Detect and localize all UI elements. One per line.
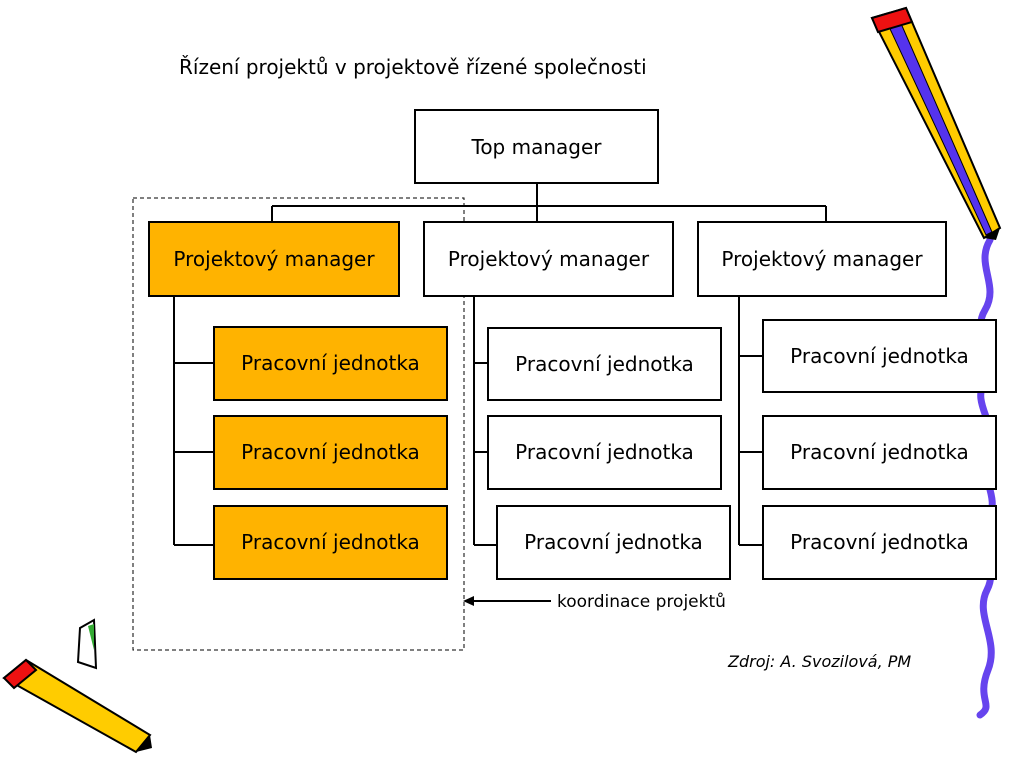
work-unit-label: Pracovní jednotka <box>524 530 703 554</box>
coordination-frame <box>132 197 465 651</box>
project-manager-label: Projektový manager <box>721 247 923 271</box>
work-unit-node: Pracovní jednotka <box>762 505 997 580</box>
work-unit-label: Pracovní jednotka <box>790 344 969 368</box>
work-unit-node: Pracovní jednotka <box>213 415 448 490</box>
work-unit-node: Pracovní jednotka <box>487 415 722 490</box>
work-unit-node: Pracovní jednotka <box>762 319 997 393</box>
top-manager-node: Top manager <box>414 109 659 184</box>
project-manager-node: Projektový manager <box>423 221 674 297</box>
top-manager-label: Top manager <box>471 135 603 159</box>
work-unit-node: Pracovní jednotka <box>213 505 448 580</box>
work-unit-node: Pracovní jednotka <box>213 326 448 401</box>
project-manager-label: Projektový manager <box>173 247 375 271</box>
work-unit-label: Pracovní jednotka <box>515 440 694 464</box>
pencil-icon <box>2 618 152 754</box>
project-manager-label: Projektový manager <box>448 247 650 271</box>
work-unit-label: Pracovní jednotka <box>241 530 420 554</box>
diagram-title: Řízení projektů v projektově řízené spol… <box>179 55 647 79</box>
work-unit-label: Pracovní jednotka <box>241 440 420 464</box>
coordination-label: koordinace projektů <box>557 592 726 612</box>
source-citation: Zdroj: A. Svozilová, PM <box>727 652 911 671</box>
work-unit-label: Pracovní jednotka <box>515 352 694 376</box>
project-manager-node: Projektový manager <box>148 221 400 297</box>
project-manager-node: Projektový manager <box>697 221 947 297</box>
work-unit-label: Pracovní jednotka <box>241 351 420 375</box>
work-unit-node: Pracovní jednotka <box>496 505 731 580</box>
work-unit-node: Pracovní jednotka <box>762 415 997 490</box>
work-unit-label: Pracovní jednotka <box>790 440 969 464</box>
work-unit-label: Pracovní jednotka <box>790 530 969 554</box>
work-unit-node: Pracovní jednotka <box>487 327 722 401</box>
pencil-icon <box>870 6 1002 240</box>
connector-lines <box>173 183 827 606</box>
